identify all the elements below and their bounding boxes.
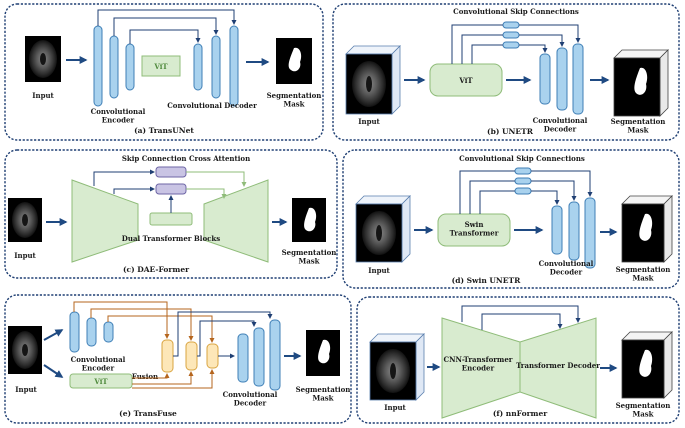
segmentation-mask <box>613 49 669 117</box>
input-label: Input <box>368 266 390 275</box>
vit-label: ViT <box>153 62 168 71</box>
panel-unetr: Convolutional Skip Connections Input ViT… <box>332 3 680 141</box>
fusion-block-3 <box>206 343 219 369</box>
input-label: Input <box>358 117 380 126</box>
caption-nnformer: (f) nnFormer <box>493 409 548 418</box>
input-volume <box>355 195 411 263</box>
panel-daeformer: Skip Connection Cross Attention Input Du… <box>4 149 338 279</box>
skip-title: Skip Connection Cross Attention <box>122 154 250 163</box>
segmentation-mask <box>621 331 673 399</box>
vit-label: ViT <box>458 76 473 85</box>
skip-block-3 <box>502 41 520 49</box>
segmentation-mask <box>292 198 326 242</box>
cross-attention-block-1 <box>155 166 187 178</box>
decoder-block-1 <box>193 43 203 91</box>
swin-transformer-block <box>437 213 511 247</box>
segmentation-mask <box>276 38 312 84</box>
panel-border <box>4 149 338 279</box>
decoder-block-1 <box>539 53 551 105</box>
caption-unetr: (b) UNETR <box>487 127 534 136</box>
vit-block <box>429 63 503 97</box>
skip-block-1 <box>502 21 520 29</box>
skip-block-2 <box>514 177 532 185</box>
skip-block-2 <box>502 31 520 39</box>
decoder-block-3 <box>269 319 281 391</box>
encoder-block-2 <box>86 317 97 347</box>
vit-label: ViT <box>93 377 108 386</box>
skip-title: Convolutional Skip Connections <box>453 7 579 16</box>
skip-title: Convolutional Skip Connections <box>459 154 585 163</box>
input-image <box>8 326 42 374</box>
panel-border <box>356 296 680 424</box>
decoder-block-1 <box>551 205 563 255</box>
decoder-label: Convolutional Decoder <box>167 101 257 110</box>
decoder-block-2 <box>211 35 221 99</box>
caption-swinunetr: (d) Swin UNETR <box>452 276 521 285</box>
encoder-block-3 <box>103 321 114 343</box>
decoder-block-3 <box>229 25 239 107</box>
dual-transformer-block <box>149 212 193 226</box>
vit-block <box>69 373 133 389</box>
skip-block-1 <box>514 167 532 175</box>
fusion-block-1 <box>161 339 174 373</box>
input-image <box>25 36 61 82</box>
encoder-block-1 <box>69 311 80 353</box>
caption-transunet: (a) TransUNet <box>134 126 194 135</box>
encoder-block-2 <box>109 35 119 99</box>
input-label: Input <box>15 385 37 394</box>
panel-swinunetr: Convolutional Skip Connections Input Swi… <box>342 149 680 289</box>
decoder-block-2 <box>253 327 265 387</box>
panel-border <box>332 3 680 141</box>
encoder-block-1 <box>93 25 103 107</box>
encoder-block-3 <box>125 43 135 91</box>
panel-border <box>342 149 680 289</box>
decoder-block-3 <box>572 43 584 115</box>
decoder-trapezoid <box>203 179 269 263</box>
decoder-block-3 <box>584 197 596 269</box>
encoder-trapezoid <box>71 179 139 263</box>
blocks-label: Dual Transformer Blocks <box>122 234 220 243</box>
skip-block-3 <box>514 187 532 195</box>
input-label: Input <box>32 91 54 100</box>
decoder-block-2 <box>556 47 568 111</box>
fusion-block-2 <box>185 341 198 371</box>
panel-border <box>4 294 352 424</box>
input-label: Input <box>384 403 406 412</box>
caption-daeformer: (c) DAE-Former <box>123 265 190 274</box>
input-volume <box>345 45 401 115</box>
decoder-trapezoid <box>519 317 597 419</box>
segmentation-mask <box>621 195 673 263</box>
fusion-label: Fusion <box>132 372 158 381</box>
caption-transfuse: (e) TransFuse <box>119 409 177 418</box>
decoder-label: Transformer Decoder <box>516 361 600 370</box>
decoder-block-1 <box>237 333 249 383</box>
segmentation-mask <box>306 330 340 376</box>
cross-attention-block-2 <box>155 183 187 195</box>
input-label: Input <box>14 251 36 260</box>
input-volume <box>369 333 425 401</box>
vit-block <box>141 55 181 77</box>
input-image <box>8 198 42 242</box>
panel-border <box>4 3 324 141</box>
decoder-block-2 <box>568 201 580 261</box>
